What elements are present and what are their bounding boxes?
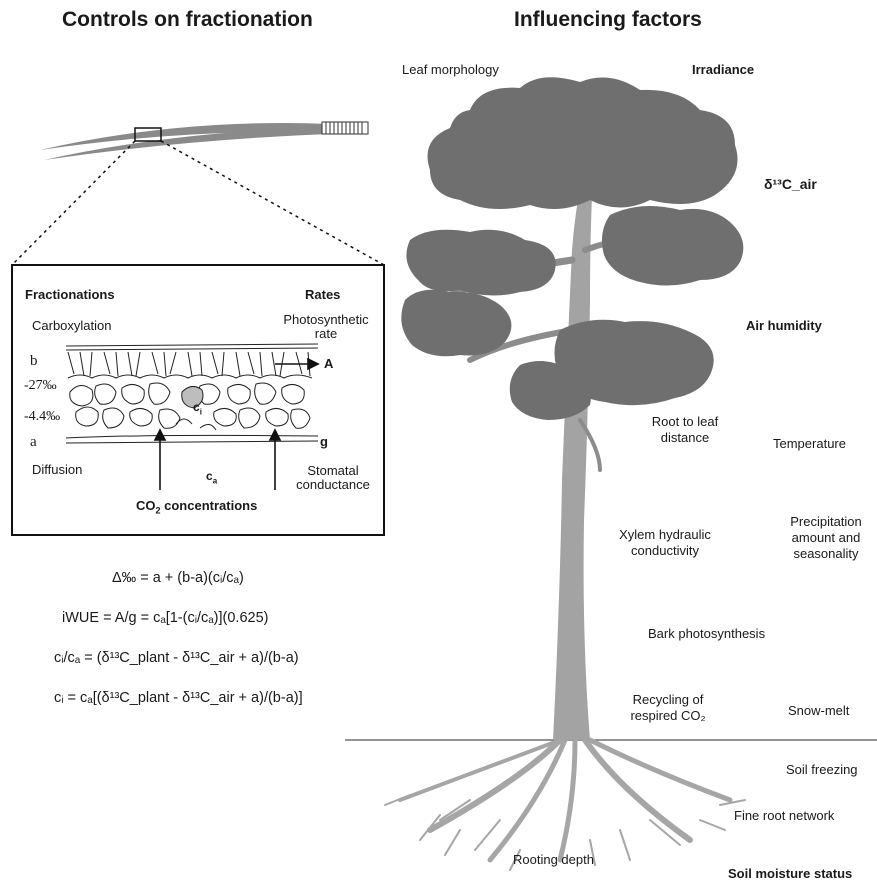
- recycling-respired-co2-label: Recycling of respired CO₂: [630, 692, 706, 723]
- inset-arrows: [153, 357, 320, 490]
- diffusion-label: Diffusion: [32, 462, 83, 477]
- tree-trunk: [553, 160, 594, 740]
- right-title: Influencing factors: [514, 8, 702, 31]
- rooting-depth-label: Rooting depth: [513, 852, 594, 867]
- carboxylation-label: Carboxylation: [32, 318, 112, 333]
- soil-moisture-status-label: Soil moisture status: [728, 866, 853, 881]
- precipitation-label: Precipitation amount and seasonality: [790, 514, 862, 561]
- left-title: Controls on fractionation: [62, 8, 313, 31]
- fine-root-network-label: Fine root network: [734, 808, 835, 823]
- stomatal-conductance-label: Stomatal conductance: [296, 463, 370, 492]
- equation-iwue: iWUE = A/g = cₐ[1-(cᵢ/cₐ)](0.625): [62, 610, 269, 626]
- equation-discrimination: Δ‰ = a + (b-a)(cᵢ/cₐ): [112, 570, 244, 586]
- photosynthetic-rate-label: Photosynthetic rate: [283, 312, 369, 341]
- leaf-morphology-label: Leaf morphology: [402, 62, 499, 77]
- bark-photosynthesis-label: Bark photosynthesis: [648, 626, 766, 641]
- ci-label: ci: [193, 400, 202, 417]
- equation-ci-ca: cᵢ/cₐ = (δ¹³C_plant - δ¹³C_air + a)/(b-a…: [54, 650, 299, 666]
- root-to-leaf-distance-label: Root to leaf distance: [651, 414, 719, 445]
- temperature-label: Temperature: [773, 436, 846, 451]
- fractionations-header: Fractionations: [25, 287, 115, 302]
- equation-ci: cᵢ = cₐ[(δ¹³C_plant - δ¹³C_air + a)/(b-a…: [54, 690, 303, 706]
- xylem-conductivity-label: Xylem hydraulic conductivity: [619, 527, 711, 558]
- leaf-cross-section-box: [11, 264, 385, 536]
- air-humidity-label: Air humidity: [746, 318, 822, 333]
- leaf-cross-section: [65, 343, 319, 444]
- irradiance-label: Irradiance: [692, 62, 755, 77]
- snow-melt-label: Snow-melt: [788, 703, 850, 718]
- co2-concentrations-label: CO2 concentrations: [136, 498, 258, 516]
- conductance-g-label: g: [320, 434, 328, 449]
- a-label: a: [30, 434, 37, 450]
- rates-header: Rates: [305, 287, 341, 302]
- tree-canopy: [401, 77, 744, 420]
- soil-freezing-label: Soil freezing: [786, 762, 858, 777]
- a-value: -4.4‰: [24, 409, 61, 424]
- tree-roots: [384, 737, 746, 871]
- pine-needle-illustration: [11, 121, 385, 266]
- assimilation-A-label: A: [324, 356, 334, 371]
- b-label: b: [30, 353, 38, 369]
- ca-label: ca: [206, 469, 218, 486]
- d13c-air-label: δ¹³C_air: [764, 176, 817, 192]
- b-value: -27‰: [24, 378, 57, 393]
